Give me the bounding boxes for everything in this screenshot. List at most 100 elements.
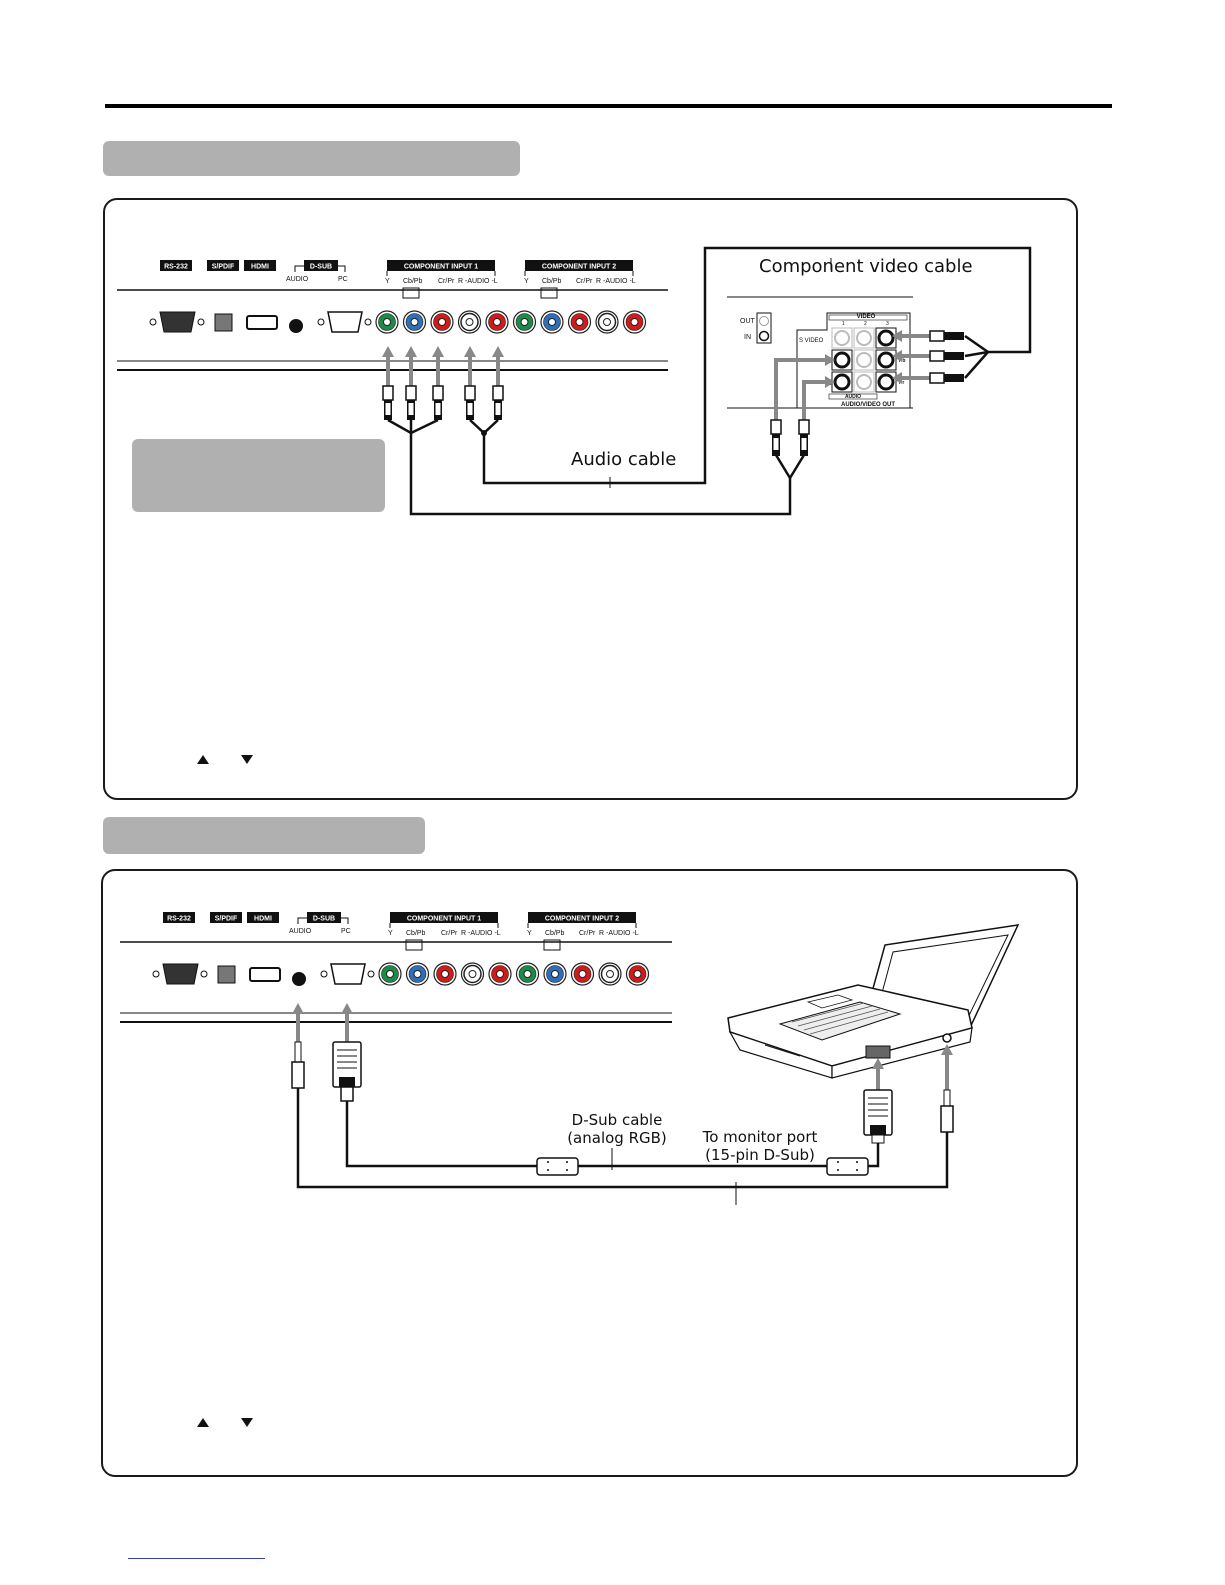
tv-panel-labels-pc: RS-232 S/PDIF HDMI D-SUB AUDIO PC COMPON… bbox=[163, 912, 639, 951]
rca-port bbox=[540, 310, 564, 334]
rca-plug bbox=[464, 346, 476, 420]
pc-comp2-cb: Cb/Pb bbox=[545, 930, 565, 937]
component-connection-diagram: RS-232 S/PDIF HDMI D-SUB AUDIO PC COMPON… bbox=[117, 246, 1032, 764]
dsub-pc-label: PC bbox=[338, 276, 348, 283]
monitor-port-label-1: To monitor port bbox=[702, 1128, 818, 1146]
rca-port bbox=[512, 310, 537, 334]
component-input2-label: COMPONENT INPUT 2 bbox=[542, 264, 616, 271]
pc-dsub-pc-label: PC bbox=[341, 928, 351, 935]
dsub-cable-label-1: D-Sub cable bbox=[572, 1111, 663, 1129]
pc-spdif-label: S/PDIF bbox=[215, 916, 238, 923]
rca-port bbox=[488, 962, 512, 986]
vga-plug-pc bbox=[863, 1089, 893, 1144]
rca-port bbox=[625, 962, 650, 986]
pc-component2-label: COMPONENT INPUT 2 bbox=[545, 916, 619, 923]
pc-comp1-audio: R -AUDIO -L bbox=[461, 930, 501, 937]
rca-port bbox=[515, 962, 540, 986]
pc-comp2-cr: Cr/Pr bbox=[579, 930, 596, 937]
spdif-port bbox=[214, 313, 233, 332]
hdmi-label: HDMI bbox=[251, 264, 269, 271]
device-ch2: 2 bbox=[864, 321, 867, 327]
vga-plug-tv bbox=[332, 1041, 362, 1102]
device-in-label: IN bbox=[744, 334, 751, 341]
pc-dsub-label: D-SUB bbox=[313, 916, 335, 923]
cables bbox=[387, 246, 1032, 516]
comp1-audio: R -AUDIO -L bbox=[458, 278, 498, 285]
comp2-cb: Cb/Pb bbox=[542, 278, 562, 285]
section-frame-pc bbox=[101, 869, 1078, 1477]
pc-up-arrow-icon bbox=[197, 1418, 209, 1427]
dsub-audio-label: AUDIO bbox=[286, 276, 309, 283]
pc-rs232-label: RS-232 bbox=[167, 916, 191, 923]
tv-ports-pc bbox=[152, 962, 650, 986]
section-bar-pc bbox=[103, 817, 425, 854]
up-arrow-icon bbox=[197, 755, 209, 764]
ferrite-core-left bbox=[536, 1157, 579, 1176]
rca-port bbox=[485, 310, 509, 334]
pc-output-arrows bbox=[872, 1044, 953, 1090]
component-plugs bbox=[382, 346, 504, 420]
comp1-cr: Cr/Pr bbox=[438, 278, 455, 285]
rca-plug bbox=[432, 346, 444, 420]
rca-port bbox=[570, 962, 595, 986]
audio-mini-plug-tv bbox=[291, 1041, 305, 1089]
spdif-label: S/PDIF bbox=[212, 264, 235, 271]
pc-comp1-y: Y bbox=[388, 930, 393, 937]
pc-hdmi-label: HDMI bbox=[254, 916, 272, 923]
device-pb-label: Pb bbox=[899, 358, 905, 364]
rca-port bbox=[543, 962, 567, 986]
rca-port bbox=[595, 310, 619, 334]
section-bar-component bbox=[103, 141, 520, 176]
ferrite-core-right bbox=[826, 1157, 869, 1176]
pc-comp2-audio: R -AUDIO -L bbox=[599, 930, 639, 937]
device-video-plugs bbox=[892, 330, 964, 384]
rca-port bbox=[405, 962, 430, 986]
dsub-port bbox=[317, 311, 372, 333]
comp1-y: Y bbox=[385, 278, 390, 285]
device-ch1: 1 bbox=[842, 321, 845, 327]
dsub-cable-label-2: (analog RGB) bbox=[567, 1129, 667, 1147]
section-frame-component bbox=[103, 198, 1078, 800]
rca-port bbox=[460, 962, 485, 986]
source-device: OUT IN S VIDEO VIDEO 1 2 3 bbox=[727, 296, 913, 409]
comp2-cr: Cr/Pr bbox=[576, 278, 593, 285]
component-input1-label: COMPONENT INPUT 1 bbox=[404, 264, 478, 271]
rca-port bbox=[457, 310, 482, 334]
rca-plug bbox=[382, 346, 394, 420]
device-out-label: OUT bbox=[740, 318, 756, 325]
device-ch3: 3 bbox=[886, 321, 889, 327]
comp2-y: Y bbox=[524, 278, 529, 285]
rca-port bbox=[622, 310, 647, 334]
rca-port bbox=[430, 310, 454, 334]
audio-jack-port bbox=[289, 319, 303, 333]
comp1-cb: Cb/Pb bbox=[403, 278, 423, 285]
device-audio-plugs bbox=[770, 354, 835, 457]
pc-comp2-y: Y bbox=[527, 930, 532, 937]
monitor-port-label-2: (15-pin D-Sub) bbox=[705, 1146, 815, 1164]
rca-port bbox=[402, 310, 427, 334]
rca-port bbox=[378, 962, 402, 986]
footer-underline bbox=[128, 1558, 265, 1559]
rs232-port bbox=[149, 311, 205, 333]
rca-port bbox=[433, 962, 457, 986]
note-box bbox=[132, 439, 385, 512]
rca-port bbox=[567, 310, 592, 334]
pc-dsub-audio-label: AUDIO bbox=[289, 928, 312, 935]
audio-cable-label: Audio cable bbox=[571, 449, 676, 470]
pc-comp1-cr: Cr/Pr bbox=[441, 930, 458, 937]
hdmi-port bbox=[246, 315, 278, 330]
pc-connection-diagram: RS-232 S/PDIF HDMI D-SUB AUDIO PC COMPON… bbox=[120, 912, 1020, 1427]
tv-panel-labels: RS-232 S/PDIF HDMI D-SUB AUDIO PC COMPON… bbox=[160, 260, 636, 299]
comp2-audio: R -AUDIO -L bbox=[596, 278, 636, 285]
rca-plug bbox=[492, 346, 504, 420]
pc-component1-label: COMPONENT INPUT 1 bbox=[407, 916, 481, 923]
pc-input-arrows bbox=[292, 1003, 353, 1042]
dsub-label: D-SUB bbox=[310, 264, 332, 271]
device-svideo-label: S VIDEO bbox=[799, 338, 824, 344]
component-video-cable-label: Component video cable bbox=[759, 256, 973, 277]
rca-plug bbox=[405, 346, 417, 420]
tv-ports bbox=[149, 310, 647, 334]
device-video-label: VIDEO bbox=[857, 314, 876, 320]
rs232-label: RS-232 bbox=[164, 264, 188, 271]
rca-port bbox=[375, 310, 399, 334]
